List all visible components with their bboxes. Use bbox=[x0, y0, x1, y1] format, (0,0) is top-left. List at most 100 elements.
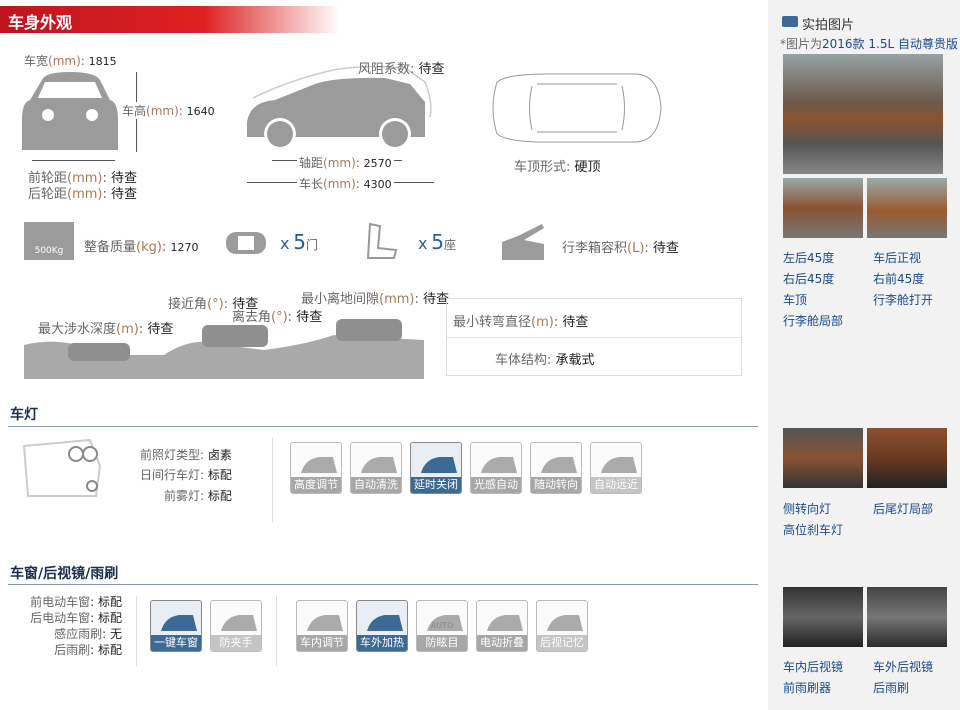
feature-label: 延时关闭 bbox=[411, 477, 461, 493]
feature-icon-text: AUTO bbox=[430, 621, 454, 630]
thumb-photo[interactable] bbox=[867, 587, 947, 647]
unit: (mm) bbox=[379, 292, 415, 307]
label: 前轮距 bbox=[28, 171, 68, 186]
feature-dim: 防夹手 bbox=[210, 600, 262, 652]
label: 接近角 bbox=[168, 297, 208, 312]
spec-row: 后雨刷: 标配 bbox=[54, 643, 122, 657]
door-count: 5 bbox=[293, 230, 307, 254]
feature-off: AUTO 防眩目 bbox=[416, 600, 468, 652]
camera-icon bbox=[782, 16, 798, 27]
photo-link[interactable]: 后尾灯局部 bbox=[873, 502, 934, 516]
rear-track-spec: 后轮距(mm): 待查 bbox=[28, 187, 138, 202]
photo-link[interactable]: 高位刹车灯 bbox=[783, 523, 844, 537]
feature-on: 延时关闭 bbox=[410, 442, 462, 494]
spec-row: 感应雨刷: 无 bbox=[54, 627, 122, 641]
door-icon bbox=[226, 232, 266, 254]
photo-link[interactable]: 行李舱局部 bbox=[783, 314, 844, 328]
feature-on: 车外加热 bbox=[356, 600, 408, 652]
value: 1815 bbox=[88, 55, 117, 68]
value: 待查 bbox=[423, 292, 450, 307]
main-photo[interactable] bbox=[783, 54, 943, 174]
label: 车宽 bbox=[24, 54, 49, 68]
thumb-photo[interactable] bbox=[783, 428, 863, 488]
photo-link[interactable]: 车后正视 bbox=[873, 251, 922, 265]
seat-count: 5 bbox=[431, 230, 445, 254]
feature-off: 高度调节 bbox=[290, 442, 342, 494]
value: 标配 bbox=[207, 489, 232, 503]
unit: (°) bbox=[271, 310, 288, 325]
unit: (mm) bbox=[48, 54, 81, 68]
label: 后电动车窗 bbox=[30, 611, 91, 625]
photo-link[interactable]: 车顶 bbox=[783, 293, 808, 307]
value: 1270 bbox=[170, 241, 199, 254]
label: 后轮距 bbox=[28, 187, 68, 202]
model-link[interactable]: 2016款 1.5L 自动尊贵版 bbox=[822, 37, 958, 51]
sidebar-title: 实拍图片 bbox=[802, 18, 855, 33]
feature-dim: 自动远近 bbox=[590, 442, 642, 494]
height-spec: 车高(mm): 1640 bbox=[122, 102, 215, 119]
label: 日间行车灯 bbox=[140, 468, 201, 482]
value: 待查 bbox=[296, 310, 323, 325]
feature-label: 后视记忆 bbox=[537, 635, 587, 651]
unit: (mm) bbox=[67, 171, 103, 186]
turning-structure-box: 最小转弯直径(m): 待查 车体结构: 承载式 bbox=[446, 298, 742, 376]
spec-row: 后电动车窗: 标配 bbox=[30, 611, 122, 625]
headlight-type-spec: 前照灯类型: 卤素 bbox=[140, 448, 232, 462]
label: 车体结构 bbox=[495, 353, 548, 368]
photo-link[interactable]: 车内后视镜 bbox=[783, 660, 844, 674]
unit: (mm) bbox=[323, 156, 356, 170]
label: 前照灯类型 bbox=[140, 448, 201, 462]
photo-link[interactable]: 车外后视镜 bbox=[873, 660, 934, 674]
feature-icon bbox=[301, 457, 337, 473]
section-title-exterior: 车身外观 bbox=[0, 6, 340, 33]
x: x bbox=[280, 234, 290, 253]
thumb-photo[interactable] bbox=[867, 428, 947, 488]
weight-icon-text: 500Kg bbox=[34, 246, 64, 256]
width-spec: 车宽(mm): 1815 bbox=[24, 54, 117, 68]
seats-spec: x 5座 bbox=[418, 230, 456, 254]
value: 标配 bbox=[97, 643, 122, 657]
value: 待查 bbox=[147, 322, 174, 337]
value: 卤素 bbox=[207, 448, 232, 462]
front-track-spec: 前轮距(mm): 待查 bbox=[28, 171, 138, 186]
value: 待查 bbox=[652, 241, 679, 256]
photo-link[interactable]: 前雨刷器 bbox=[783, 681, 832, 695]
feature-off: 随动转向 bbox=[530, 442, 582, 494]
value: 标配 bbox=[207, 468, 232, 482]
label: 整备质量 bbox=[84, 240, 137, 255]
photo-link[interactable]: 行李舱打开 bbox=[873, 293, 934, 307]
label: 离去角 bbox=[232, 310, 272, 325]
label: 车长 bbox=[299, 177, 324, 191]
feature-off: 自动清洗 bbox=[350, 442, 402, 494]
feature-off: 光感自动 bbox=[470, 442, 522, 494]
unit: (mm) bbox=[67, 187, 103, 202]
photo-link[interactable]: 右后45度 bbox=[783, 272, 835, 286]
body-structure-spec: 车体结构: 承载式 bbox=[495, 353, 595, 368]
note-prefix: *图片为 bbox=[780, 37, 823, 51]
label: 车顶形式 bbox=[514, 160, 567, 175]
photo-link[interactable]: 左后45度 bbox=[783, 251, 835, 265]
value: 4300 bbox=[363, 178, 392, 191]
unit: (m) bbox=[116, 322, 139, 337]
feature-label: 一键车窗 bbox=[151, 635, 201, 651]
feature-on: 一键车窗 bbox=[150, 600, 202, 652]
thumb-photo[interactable] bbox=[867, 178, 947, 238]
thumb-photo[interactable] bbox=[783, 587, 863, 647]
car-top-icon bbox=[492, 73, 662, 143]
photo-link[interactable]: 右前45度 bbox=[873, 272, 925, 286]
photo-link[interactable]: 侧转向灯 bbox=[783, 502, 832, 516]
photo-sidebar: 实拍图片 *图片为2016款 1.5L 自动尊贵版 左后45度 车后正视右后45度… bbox=[768, 0, 960, 710]
value: 硬顶 bbox=[574, 160, 601, 175]
headlight-diagram-icon bbox=[22, 438, 102, 497]
photo-link[interactable]: 后雨刷 bbox=[873, 681, 910, 695]
car-front-icon bbox=[22, 72, 118, 150]
x: x bbox=[418, 234, 428, 253]
feature-label: 高度调节 bbox=[291, 477, 341, 493]
thumb-photo[interactable] bbox=[783, 178, 863, 238]
value: 1640 bbox=[186, 105, 215, 118]
unit: (m) bbox=[531, 315, 554, 330]
label: 车高 bbox=[122, 104, 147, 118]
feature-label: 自动清洗 bbox=[351, 477, 401, 493]
feature-label: 防眩目 bbox=[417, 635, 467, 651]
value: 待查 bbox=[418, 62, 445, 77]
